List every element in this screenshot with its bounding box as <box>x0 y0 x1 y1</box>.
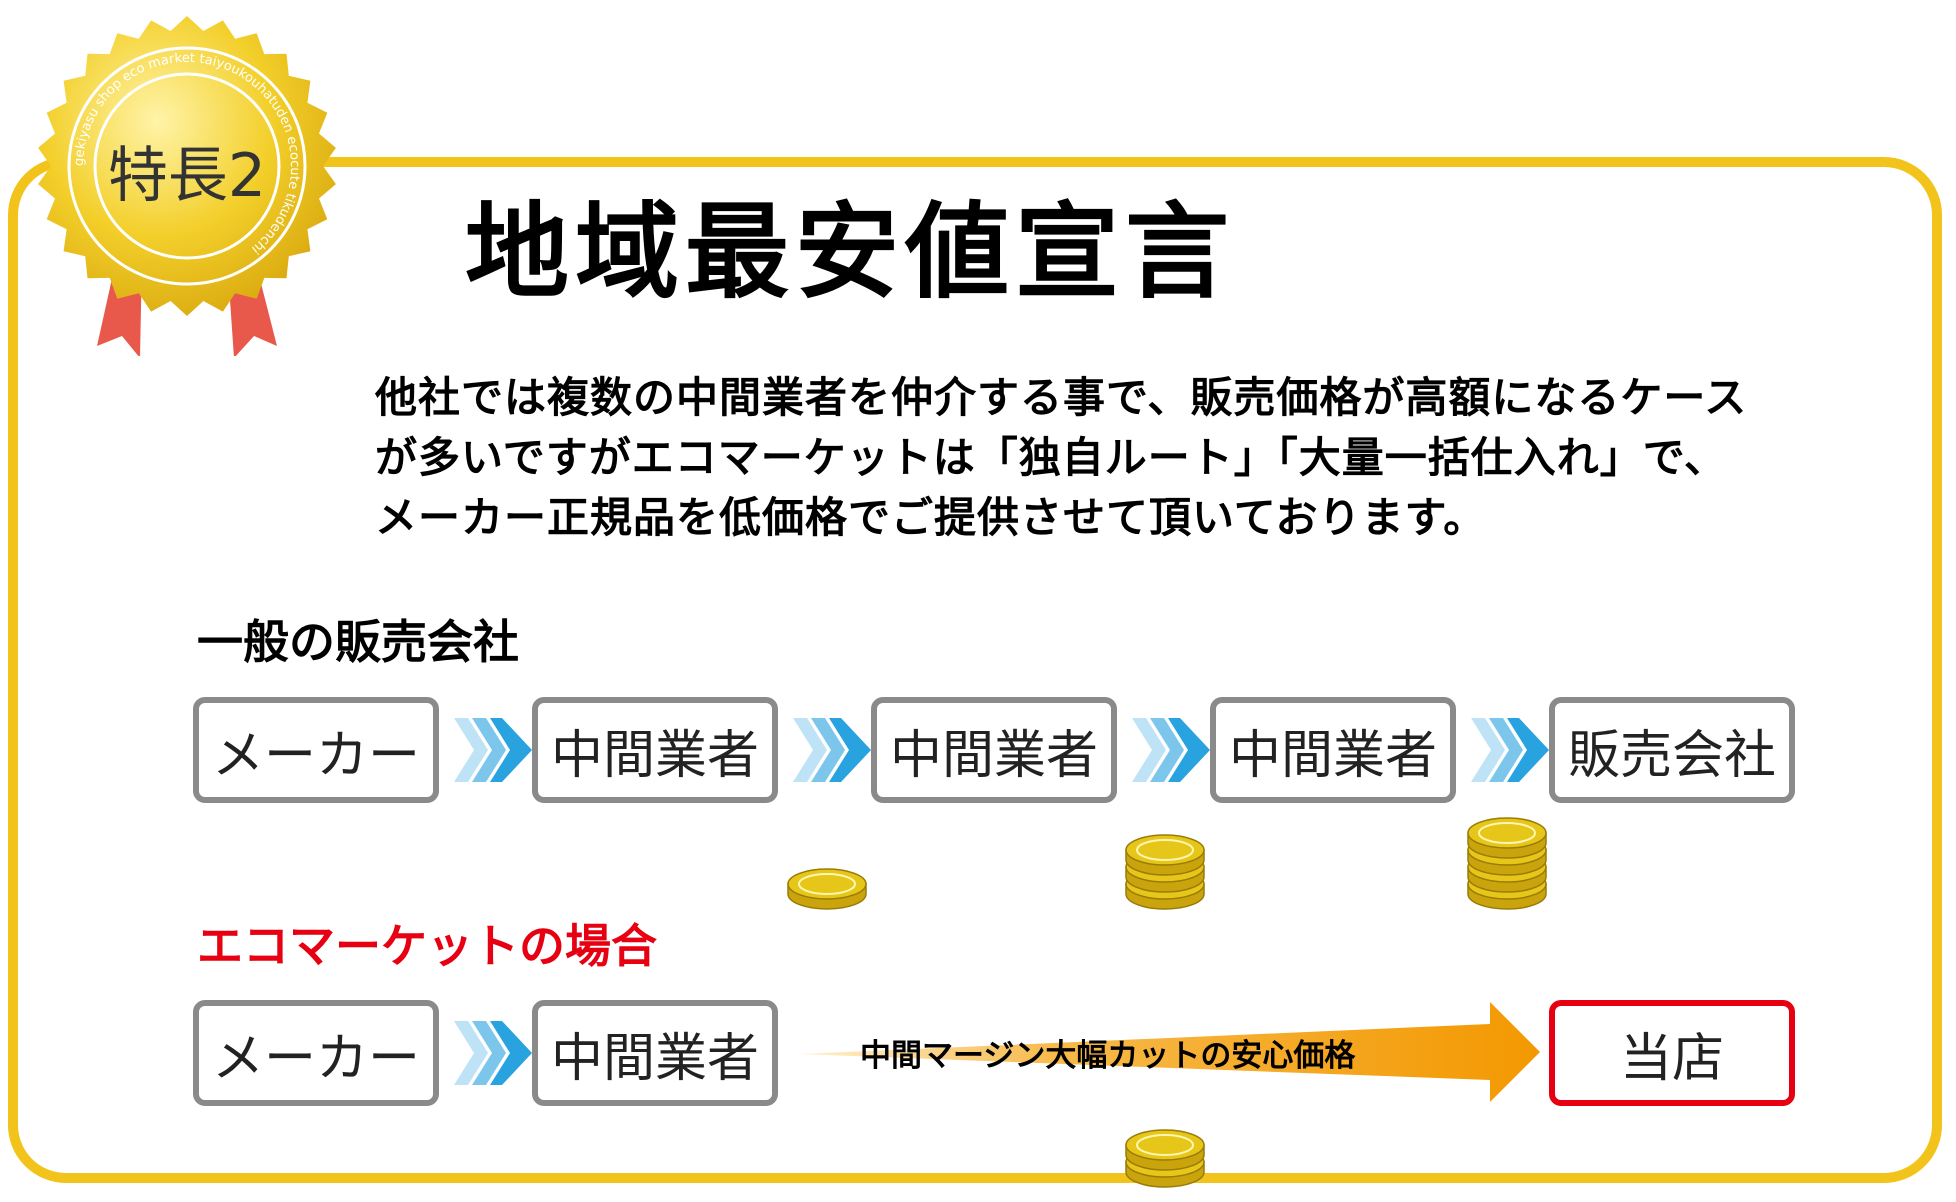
coin-stack-icon <box>1125 834 1205 910</box>
medal-badge: gekiyasu shop eco market taiyoukouhatude… <box>38 16 336 356</box>
badge-label: 特長2 <box>108 141 266 211</box>
flow-box-maker: メーカー <box>193 697 439 803</box>
eco-box-middleman: 中間業者 <box>532 1000 778 1106</box>
coin-stack-icon <box>787 868 867 910</box>
margin-cut-label: 中間マージン大幅カットの安心価格 <box>860 1038 1356 1074</box>
coin-inner-ring <box>1136 839 1194 861</box>
chevron-arrow-icon <box>1471 714 1549 786</box>
chevron-arrow-icon <box>793 714 871 786</box>
page-title: 地域最安値宣言 <box>465 191 1236 313</box>
coin-inner-ring <box>798 873 856 895</box>
coin-inner-ring <box>1478 822 1536 844</box>
intro-text: 他社では複数の中間業者を仲介する事で、販売価格が高額になるケース が多いですがエ… <box>375 368 1747 548</box>
general-heading: 一般の販売会社 <box>197 615 519 669</box>
flow-box-retailer: 販売会社 <box>1549 697 1795 803</box>
intro-line: メーカー正規品を低価格でご提供させて頂いております。 <box>375 493 1487 542</box>
flow-box-middleman-1: 中間業者 <box>532 697 778 803</box>
coin-stack-icon <box>1125 1129 1205 1188</box>
eco-heading: エコマーケットの場合 <box>197 919 657 973</box>
flow-box-middleman-3: 中間業者 <box>1210 697 1456 803</box>
eco-box-maker: メーカー <box>193 1000 439 1106</box>
intro-line: が多いですがエコマーケットは「独自ルート」「大量一括仕入れ」で、 <box>375 433 1728 482</box>
coin-stack-icon <box>1467 817 1547 910</box>
flow-box-middleman-2: 中間業者 <box>871 697 1117 803</box>
chevron-arrow-icon <box>454 714 532 786</box>
chevron-arrow-icon <box>454 1017 532 1089</box>
margin-cut-arrow <box>800 1002 1540 1102</box>
chevron-arrow-icon <box>1132 714 1210 786</box>
medal-star-edge <box>38 16 336 316</box>
coin-inner-ring <box>1136 1134 1194 1156</box>
intro-line: 他社では複数の中間業者を仲介する事で、販売価格が高額になるケース <box>375 373 1748 422</box>
store-box: 当店 <box>1549 1000 1795 1106</box>
